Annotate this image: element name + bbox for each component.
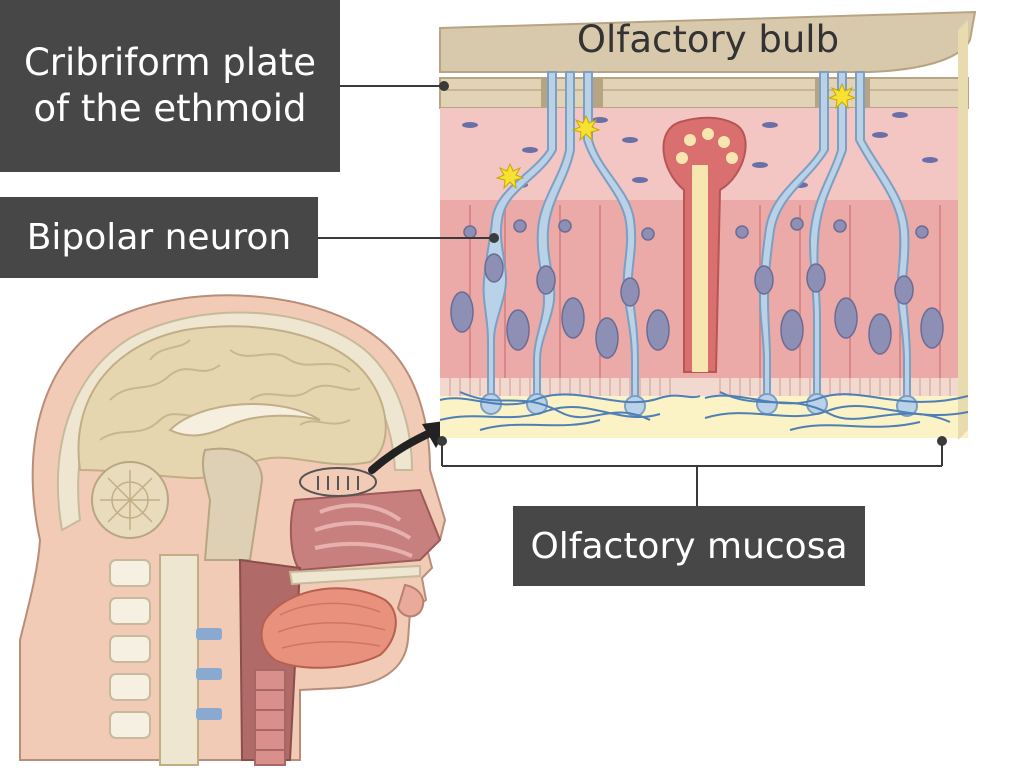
cerebellum-folia [100,470,160,530]
corpus-callosum [168,402,321,437]
olfactory-cilia [439,391,969,431]
cribriform-label-line1: Cribriform plate [23,41,317,84]
bowmans-gland [662,116,747,373]
mucosa-bracket [437,436,947,506]
leader-lines [318,81,947,506]
bipolar-neuron-label: Bipolar neuron [0,197,318,278]
cribriform-plate [439,77,969,109]
bipolar-neuron-label-text: Bipolar neuron [26,217,292,258]
olfactory-region-outline [299,467,377,497]
lips [396,583,425,618]
olfactory-mucosa-label: Olfactory mucosa [513,506,865,586]
olfactory-region-fibers [317,476,359,490]
cribriform-plate-label: Cribriform plate of the ethmoid [0,0,340,172]
magnified-olfactory-panel [439,10,977,440]
trachea [254,669,286,766]
nasal-conchae [314,503,413,558]
intervertebral-discs [196,628,222,720]
brainstem [201,447,264,561]
cribriform-label-line2: of the ethmoid [33,87,307,130]
nasal-cavity [289,488,442,572]
epithelium-nuclei [450,217,944,359]
spark-icon [495,82,857,190]
head-sagittal-section [19,294,447,766]
spinal-cord [159,554,199,766]
hard-palate [288,564,421,586]
supporting-cells [469,205,941,378]
cilia-layer [440,378,968,396]
neuron-nuclei [484,253,914,307]
tongue-muscle-lines [277,602,386,649]
olfactory-bulb [439,10,977,73]
vertebrae [109,559,151,739]
panel-edge [958,20,968,440]
olfactory-bulb-label: Olfactory bulb [576,18,840,61]
olfactory-mucosa-label-text: Olfactory mucosa [530,525,848,567]
